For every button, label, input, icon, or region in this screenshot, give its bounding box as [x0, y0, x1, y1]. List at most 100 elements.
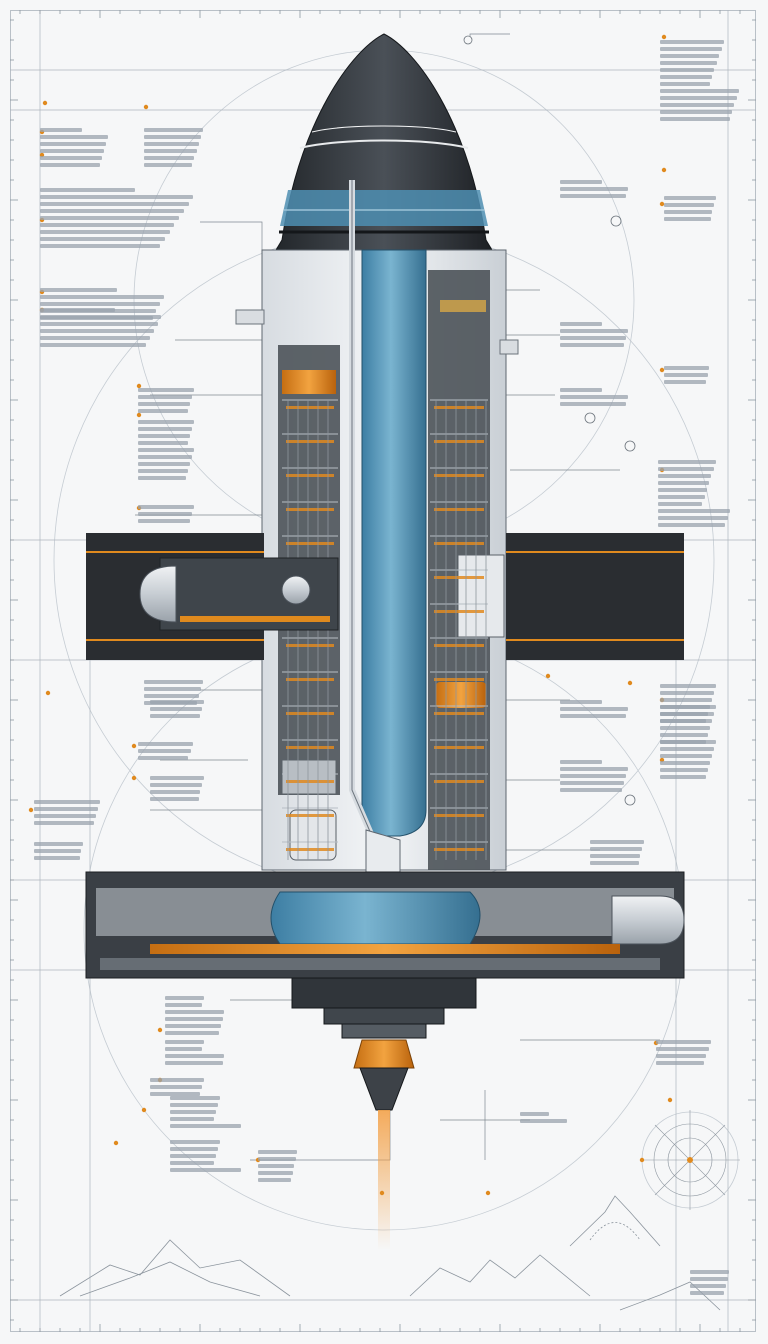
annotation-line — [664, 380, 707, 384]
annotation-line — [560, 760, 602, 764]
annotation-line — [40, 156, 102, 160]
annotation-line — [170, 1103, 219, 1107]
annotation-line — [660, 40, 724, 44]
annotation-line — [138, 469, 188, 473]
annotation-line — [40, 195, 194, 199]
annotation-line — [656, 1040, 711, 1044]
service-light — [434, 678, 484, 681]
annotation-line — [150, 790, 201, 794]
annotation-line — [150, 1085, 203, 1089]
annotation-line — [656, 1054, 707, 1058]
annotation-line — [144, 163, 193, 167]
annotation-line — [40, 315, 162, 319]
annotation-line — [138, 448, 195, 452]
annotation-line — [560, 714, 626, 718]
annotation-line — [560, 402, 626, 406]
annotation-line — [34, 856, 80, 860]
annotation-line — [560, 774, 626, 778]
annotation-line — [560, 187, 628, 191]
service-light — [286, 474, 334, 477]
annotation-text-block — [40, 128, 110, 170]
annotation-line — [144, 680, 203, 684]
annotation-text-block — [138, 742, 208, 763]
annotation-line — [144, 687, 201, 691]
annotation-line — [40, 302, 161, 306]
service-light — [434, 644, 484, 647]
annotation-line — [660, 712, 714, 716]
annotation-text-block — [40, 188, 198, 251]
annotation-text-block — [590, 840, 650, 868]
annotation-line — [40, 329, 154, 333]
annotation-line — [658, 488, 707, 492]
annotation-line — [560, 395, 628, 399]
service-light — [434, 814, 484, 817]
annotation-text-block — [690, 1270, 746, 1298]
annotation-line — [138, 476, 186, 480]
annotation-line — [658, 516, 728, 520]
annotation-line — [165, 1003, 203, 1007]
annotation-line — [150, 707, 203, 711]
annotation-line — [520, 1119, 567, 1123]
annotation-line — [560, 343, 624, 347]
annotation-line — [144, 142, 199, 146]
annotation-line — [150, 714, 201, 718]
annotation-line — [520, 1112, 549, 1116]
annotation-line — [658, 495, 705, 499]
orange-dot-icon — [143, 104, 149, 110]
annotation-line — [40, 209, 184, 213]
annotation-line — [138, 512, 192, 516]
annotation-text-block — [560, 700, 630, 721]
annotation-line — [690, 1270, 730, 1274]
annotation-text-block — [150, 776, 210, 804]
annotation-line — [40, 128, 82, 132]
annotation-line — [660, 754, 712, 758]
annotation-line — [40, 288, 117, 292]
annotation-line — [34, 821, 94, 825]
annotation-line — [138, 455, 192, 459]
service-light — [434, 576, 484, 579]
terrain-sketch — [59, 1195, 721, 1311]
annotation-line — [170, 1154, 217, 1158]
annotation-line — [660, 68, 715, 72]
annotation-text-block — [150, 700, 210, 721]
annotation-line — [660, 54, 720, 58]
annotation-line — [170, 1147, 219, 1151]
orange-dot-icon — [157, 1027, 163, 1033]
annotation-text-block — [34, 800, 104, 828]
annotation-line — [144, 128, 203, 132]
annotation-line — [658, 460, 716, 464]
annotation-line — [40, 142, 106, 146]
annotation-line — [144, 156, 195, 160]
annotation-line — [660, 96, 737, 100]
annotation-line — [40, 230, 170, 234]
annotation-line — [150, 776, 204, 780]
service-light — [286, 712, 334, 715]
annotation-line — [658, 474, 712, 478]
annotation-line — [660, 691, 714, 695]
annotation-line — [150, 1078, 204, 1082]
annotation-line — [170, 1140, 221, 1144]
service-light — [286, 746, 334, 749]
annotation-line — [34, 842, 83, 846]
annotation-line — [40, 237, 165, 241]
annotation-line — [34, 814, 96, 818]
compass-rose-icon — [640, 1110, 740, 1210]
annotation-line — [660, 89, 740, 93]
annotation-text-block — [660, 40, 740, 124]
annotation-line — [40, 149, 104, 153]
annotation-line — [560, 180, 602, 184]
annotation-line — [560, 781, 624, 785]
annotation-line — [40, 188, 135, 192]
annotation-line — [138, 388, 195, 392]
annotation-line — [258, 1178, 291, 1182]
annotation-line — [165, 1040, 204, 1044]
annotation-line — [138, 462, 190, 466]
annotation-line — [170, 1117, 214, 1121]
orange-dot-icon — [667, 1097, 673, 1103]
annotation-text-block — [170, 1140, 242, 1175]
orange-dot-icon — [131, 775, 137, 781]
service-light — [286, 780, 334, 783]
annotation-line — [170, 1168, 241, 1172]
annotation-line — [34, 849, 82, 853]
